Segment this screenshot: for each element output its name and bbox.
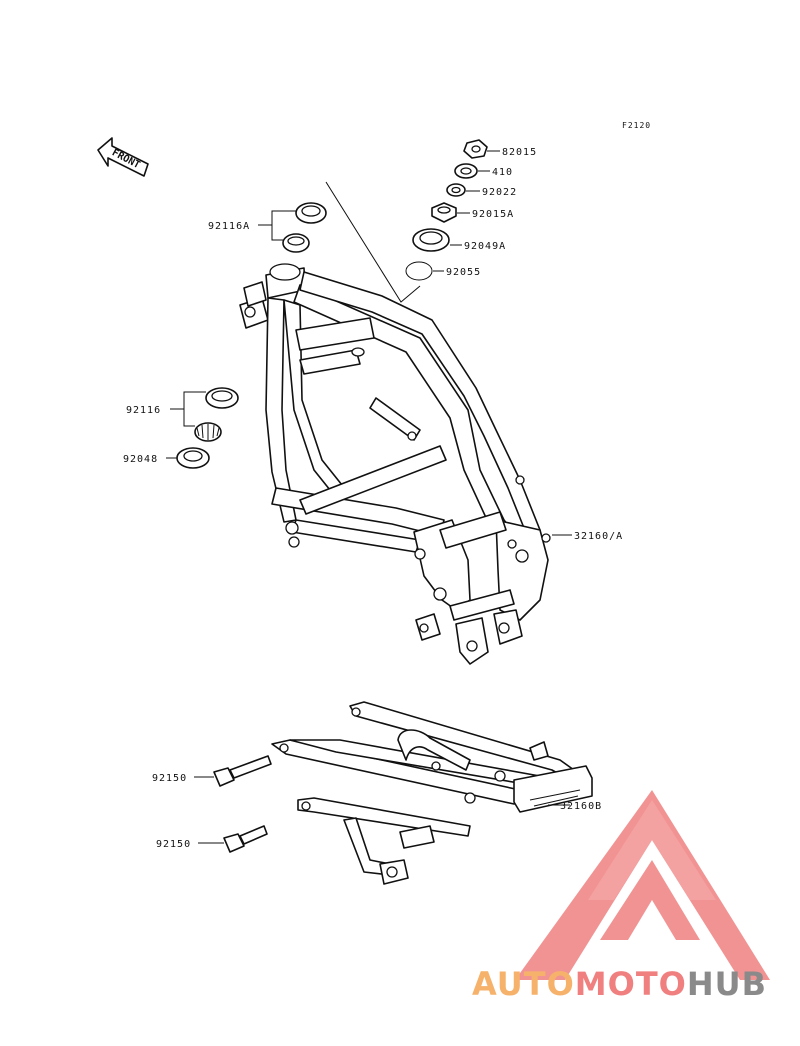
label-92150-lower: 92150 bbox=[156, 839, 191, 850]
oring-92055-icon bbox=[405, 261, 433, 281]
label-32160b: 32160B bbox=[560, 801, 602, 812]
label-92022: 92022 bbox=[482, 187, 517, 198]
label-92116: 92116 bbox=[126, 405, 161, 416]
label-92048: 92048 bbox=[123, 454, 158, 465]
main-frame: 32160/A bbox=[239, 263, 623, 665]
label-92055: 92055 bbox=[446, 267, 481, 278]
label-92150-upper: 92150 bbox=[152, 773, 187, 784]
watermark-triangle-icon bbox=[515, 790, 770, 980]
bolt-head-icon bbox=[213, 767, 235, 787]
steering-hardware: 82015 410 92022 92015A 92049A 92055 bbox=[405, 139, 537, 281]
label-92116a: 92116A bbox=[208, 221, 250, 232]
watermark-logo: AUTOMOTOHUB bbox=[472, 790, 770, 1003]
label-410: 410 bbox=[492, 167, 513, 178]
rear-subframe: 32160B bbox=[271, 701, 602, 885]
front-arrow-icon: FRONT bbox=[97, 137, 149, 177]
watermark-hub: HUB bbox=[687, 965, 767, 1003]
label-92015a: 92015A bbox=[472, 209, 514, 220]
head-pipe-icon bbox=[269, 263, 301, 281]
watermark-text: AUTOMOTOHUB bbox=[472, 965, 767, 1003]
label-82015: 82015 bbox=[502, 147, 537, 158]
lower-bearing: 92116 92048 bbox=[123, 387, 239, 469]
watermark-auto: AUTO bbox=[472, 965, 575, 1003]
upper-bearing: 92116A bbox=[208, 181, 421, 303]
watermark-moto: MOTO bbox=[575, 965, 687, 1003]
bolt-upper: 92150 bbox=[152, 755, 272, 787]
label-92049a: 92049A bbox=[464, 241, 506, 252]
figure-code: F2120 bbox=[622, 121, 651, 130]
bolt-lower: 92150 bbox=[156, 825, 268, 853]
label-32160a: 32160/A bbox=[574, 531, 623, 542]
bolt-head-lower-icon bbox=[223, 833, 245, 853]
